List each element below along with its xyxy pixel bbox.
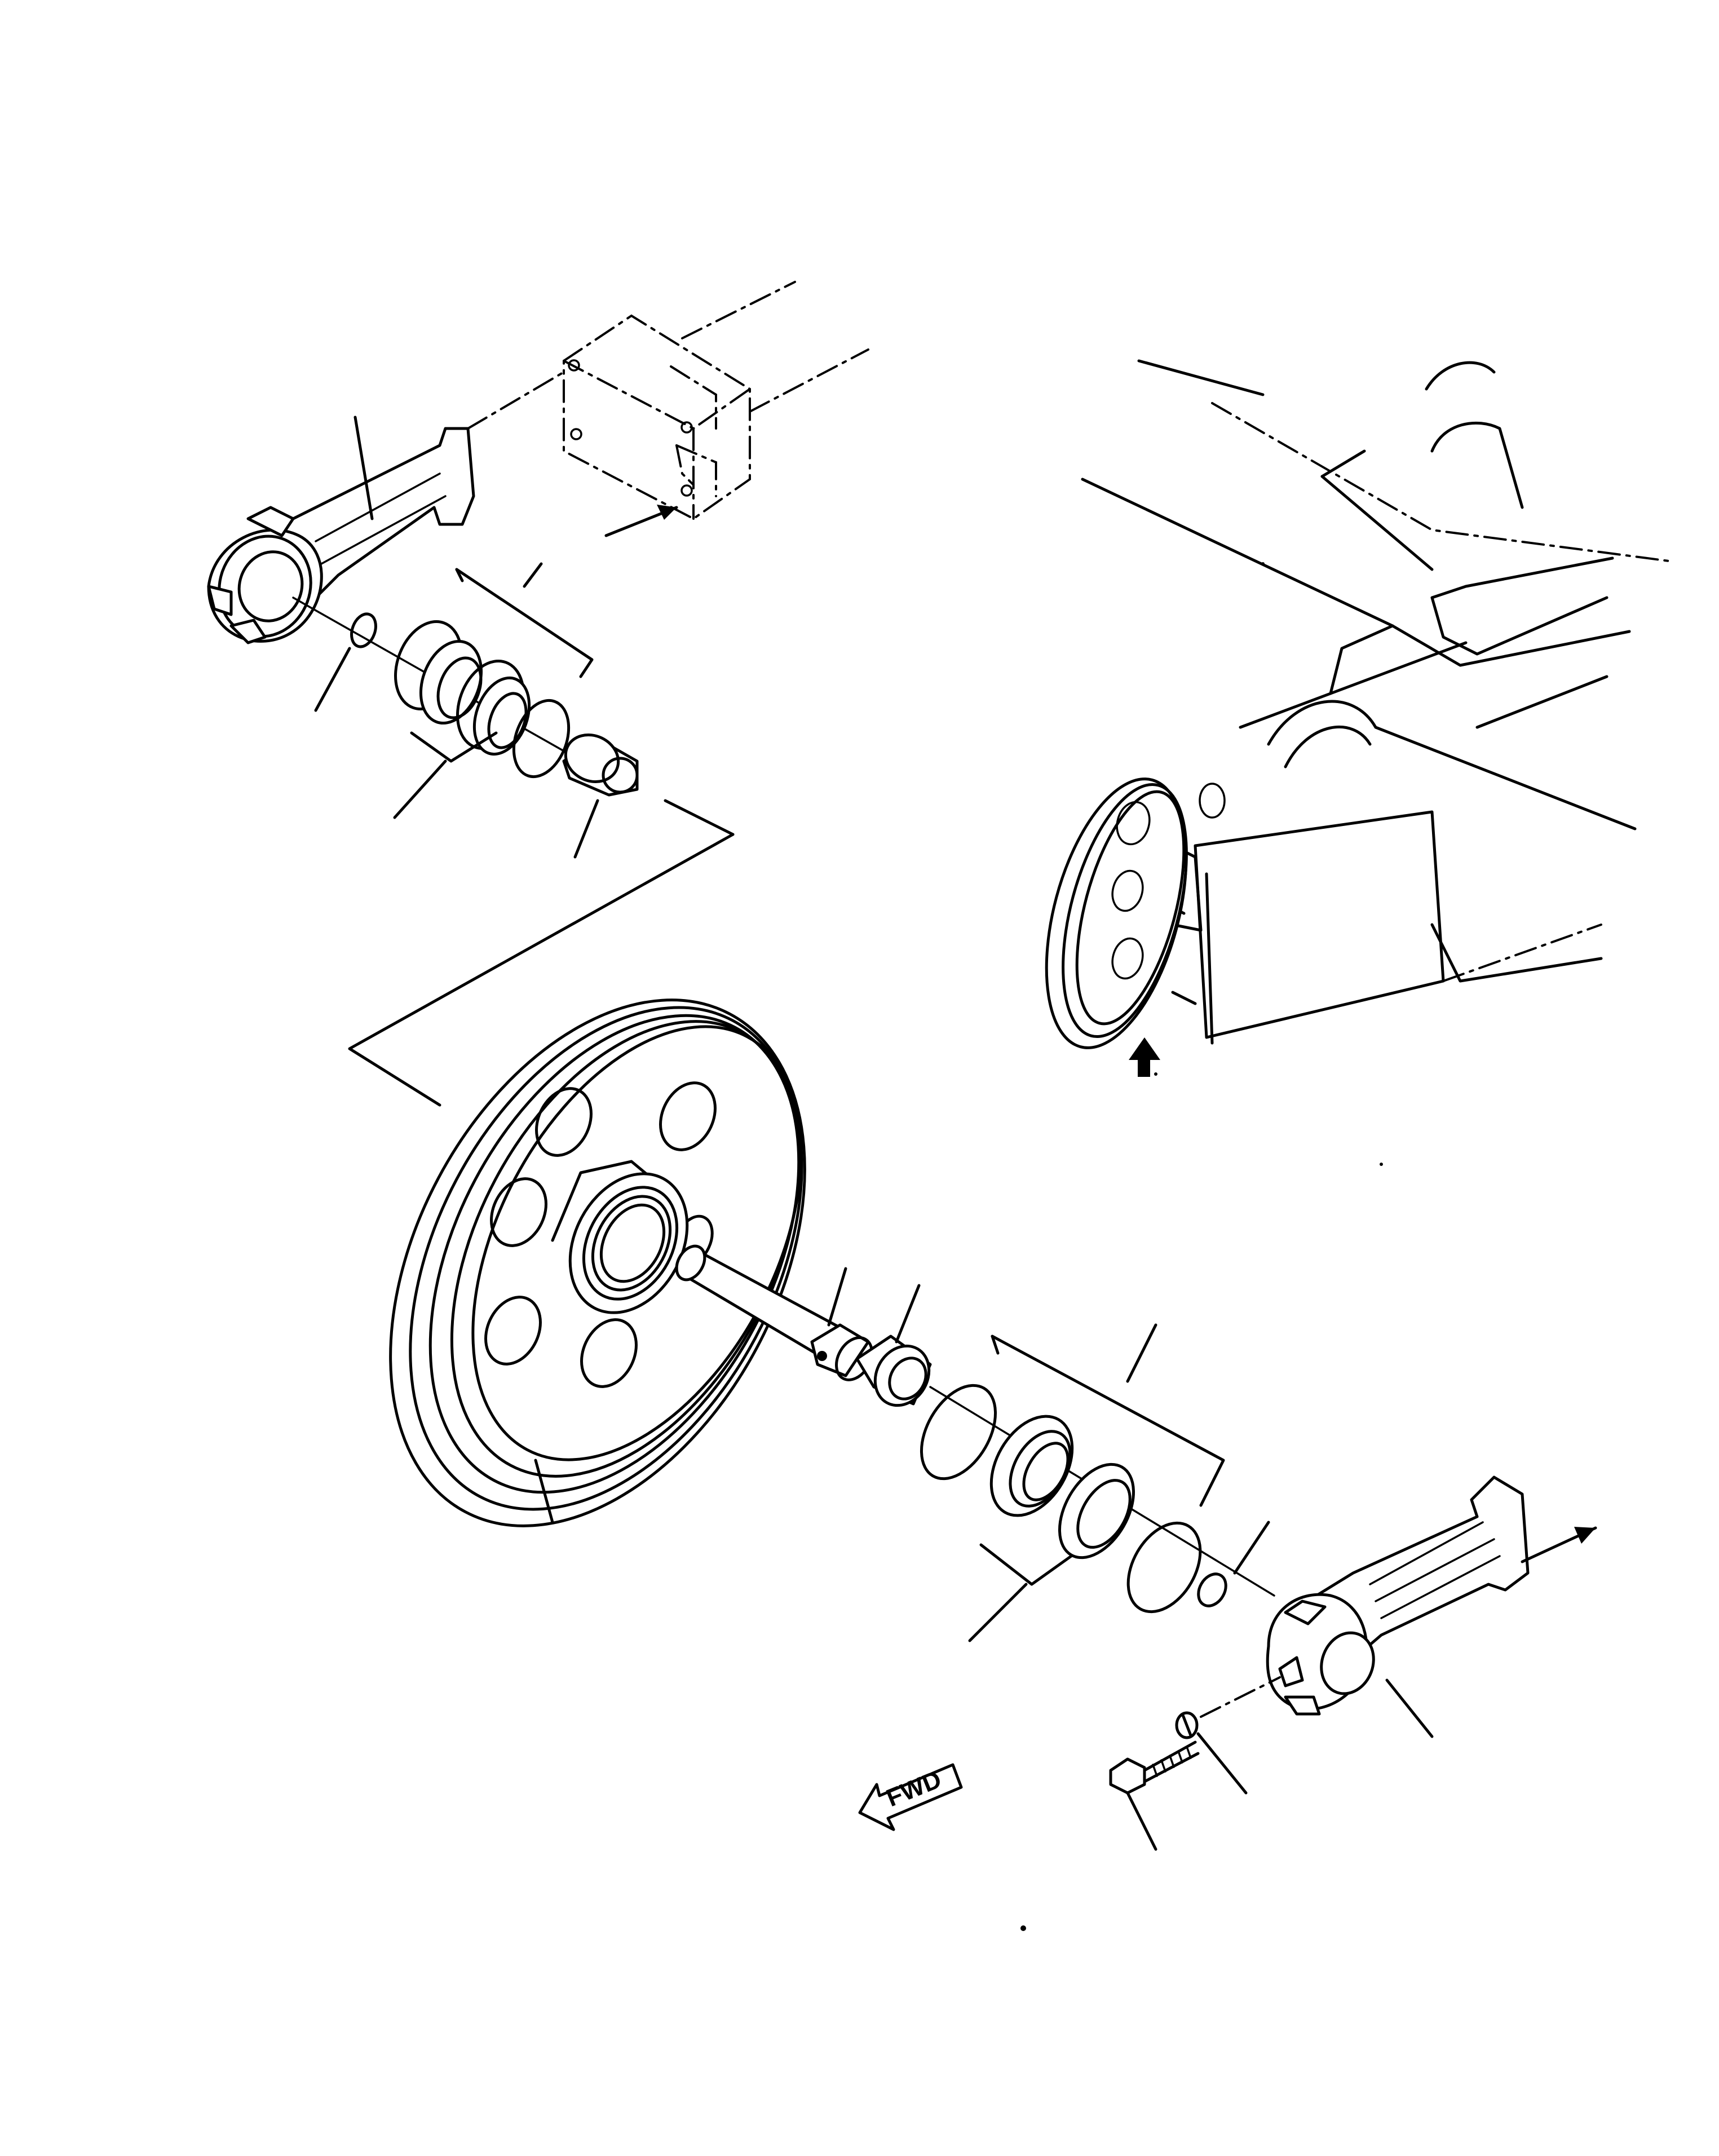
pull-direction-arrow-icon xyxy=(1521,1526,1597,1563)
idler-wheel xyxy=(389,999,806,1527)
seal-kit-upper xyxy=(292,562,633,819)
bushing-lower xyxy=(855,1284,932,1407)
mounting-block xyxy=(467,281,869,520)
idler-shaft xyxy=(675,1244,898,1381)
forward-direction-marker: FWD xyxy=(858,1763,963,1831)
idler-wheel-installed xyxy=(1045,777,1226,1049)
mounting-bolt xyxy=(1109,1740,1200,1851)
view-direction-arrow-icon xyxy=(1129,1037,1160,1077)
mounting-direction-arrow-icon xyxy=(604,505,678,537)
lock-washer xyxy=(1175,1676,1281,1795)
scan-specks xyxy=(1020,562,1383,1931)
seal-kit-lower xyxy=(920,1323,1275,1642)
idler-yoke-right xyxy=(1266,1475,1530,1738)
bushing-upper xyxy=(562,733,639,859)
leader-bracket-wheel xyxy=(348,799,735,1107)
idler-yoke-left xyxy=(207,416,475,644)
